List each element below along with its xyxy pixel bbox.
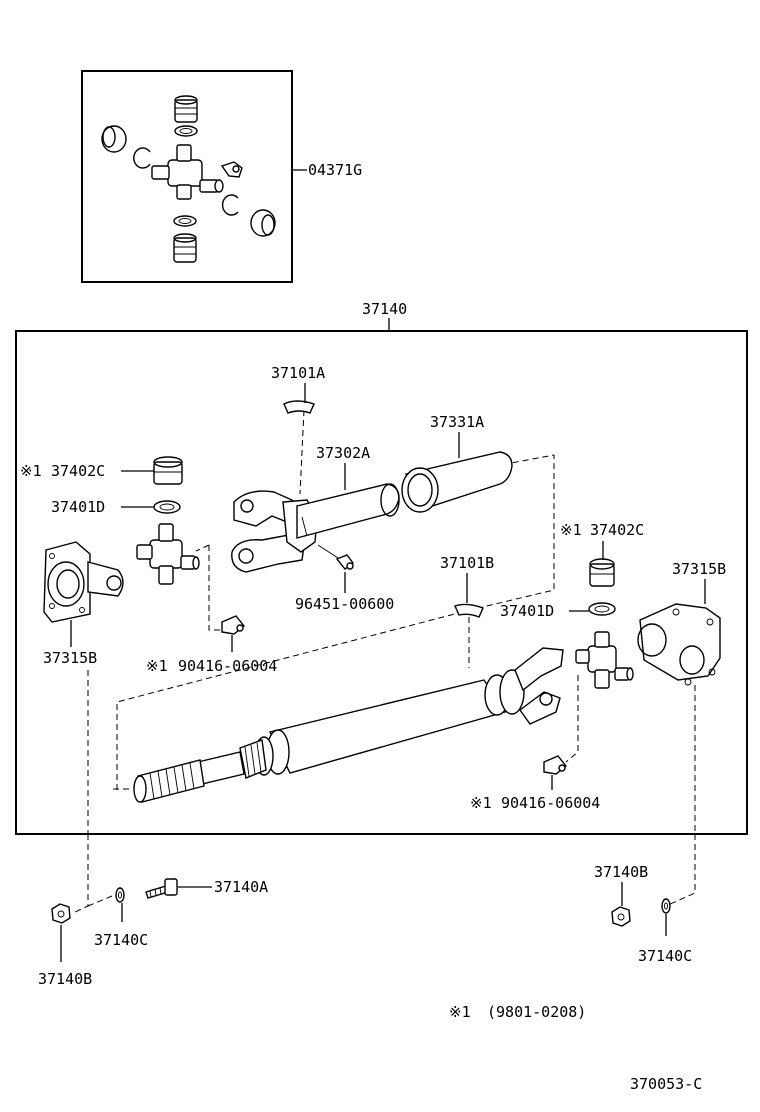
spider-left-icon (136, 523, 200, 585)
kit-snap-ring-right-icon (221, 194, 239, 216)
snap-ring-right-icon (588, 602, 616, 616)
kit-snap-ring-left-icon (133, 147, 151, 169)
label-washer-left: 37140C (94, 931, 148, 949)
kit-bearing-cup-left-icon (101, 125, 127, 153)
label-bolt: 37140A (214, 878, 268, 896)
label-clamp-a: 37101A (271, 364, 325, 382)
clamp-a-icon (283, 400, 315, 414)
fitting-right-icon (543, 755, 567, 775)
clamp-b-icon (454, 603, 484, 618)
kit-bearing-cup-bottom-icon (173, 233, 197, 263)
kit-snap-ring-bottom-icon (173, 215, 197, 227)
assembly-frame (15, 330, 748, 835)
flange-right-icon (637, 603, 721, 686)
grease-fitting-icon (335, 554, 354, 570)
washer-left-icon (115, 887, 125, 903)
snap-ring-left-icon (153, 500, 181, 514)
kit-bearing-cup-right-icon (250, 209, 276, 237)
kit-snap-ring-top-icon (174, 125, 198, 137)
washer-right-icon (661, 898, 671, 914)
mark-fitting-left: ※1 (146, 657, 168, 675)
kit-grease-fitting-icon (220, 161, 243, 178)
footnote-mark: ※1 (449, 1003, 471, 1021)
kit-spider-icon (151, 144, 224, 200)
mark-right-bearing: ※1 (560, 521, 582, 539)
mark-left-bearing: ※1 (20, 462, 42, 480)
bearing-cup-left-icon (153, 456, 183, 485)
figure-code: 370053-C (630, 1075, 702, 1093)
fitting-left-icon (221, 615, 245, 635)
mark-fitting-right: ※1 (470, 794, 492, 812)
alignment-lines (72, 409, 696, 914)
label-flange-right: 37315B (672, 560, 726, 578)
label-fitting-left: 90416-06004 (178, 657, 277, 675)
sleeve-yoke-icon (231, 483, 400, 573)
label-assembly: 37140 (362, 300, 407, 318)
flange-left-icon (43, 541, 124, 623)
boot-icon (401, 451, 513, 513)
kit-bearing-cup-top-icon (174, 95, 198, 123)
label-snap-right: 37401D (500, 602, 554, 620)
label-shaft-tube: 37302A (316, 444, 370, 462)
spider-right-icon (575, 631, 634, 689)
universal-joint-kit-box (81, 70, 293, 283)
label-bearing-right: 37402C (590, 521, 644, 539)
nut-right-icon (611, 906, 631, 927)
label-kit: 04371G (308, 161, 362, 179)
label-fitting-right: 90416-06004 (501, 794, 600, 812)
label-nut-right: 37140B (594, 863, 648, 881)
label-clamp-b: 37101B (440, 554, 494, 572)
bearing-cup-right-icon (589, 558, 615, 587)
label-bearing-left: 37402C (51, 462, 105, 480)
label-snap-left: 37401D (51, 498, 105, 516)
propeller-shaft-icon (133, 647, 564, 803)
nut-left-icon (51, 903, 71, 924)
label-washer-right: 37140C (638, 947, 692, 965)
label-nut-left: 37140B (38, 970, 92, 988)
label-boot: 37331A (430, 413, 484, 431)
label-flange-left: 37315B (43, 649, 97, 667)
label-grease-fitting: 96451-00600 (295, 595, 394, 613)
footnote-range: (9801-0208) (487, 1003, 586, 1021)
bolt-icon (145, 878, 178, 899)
